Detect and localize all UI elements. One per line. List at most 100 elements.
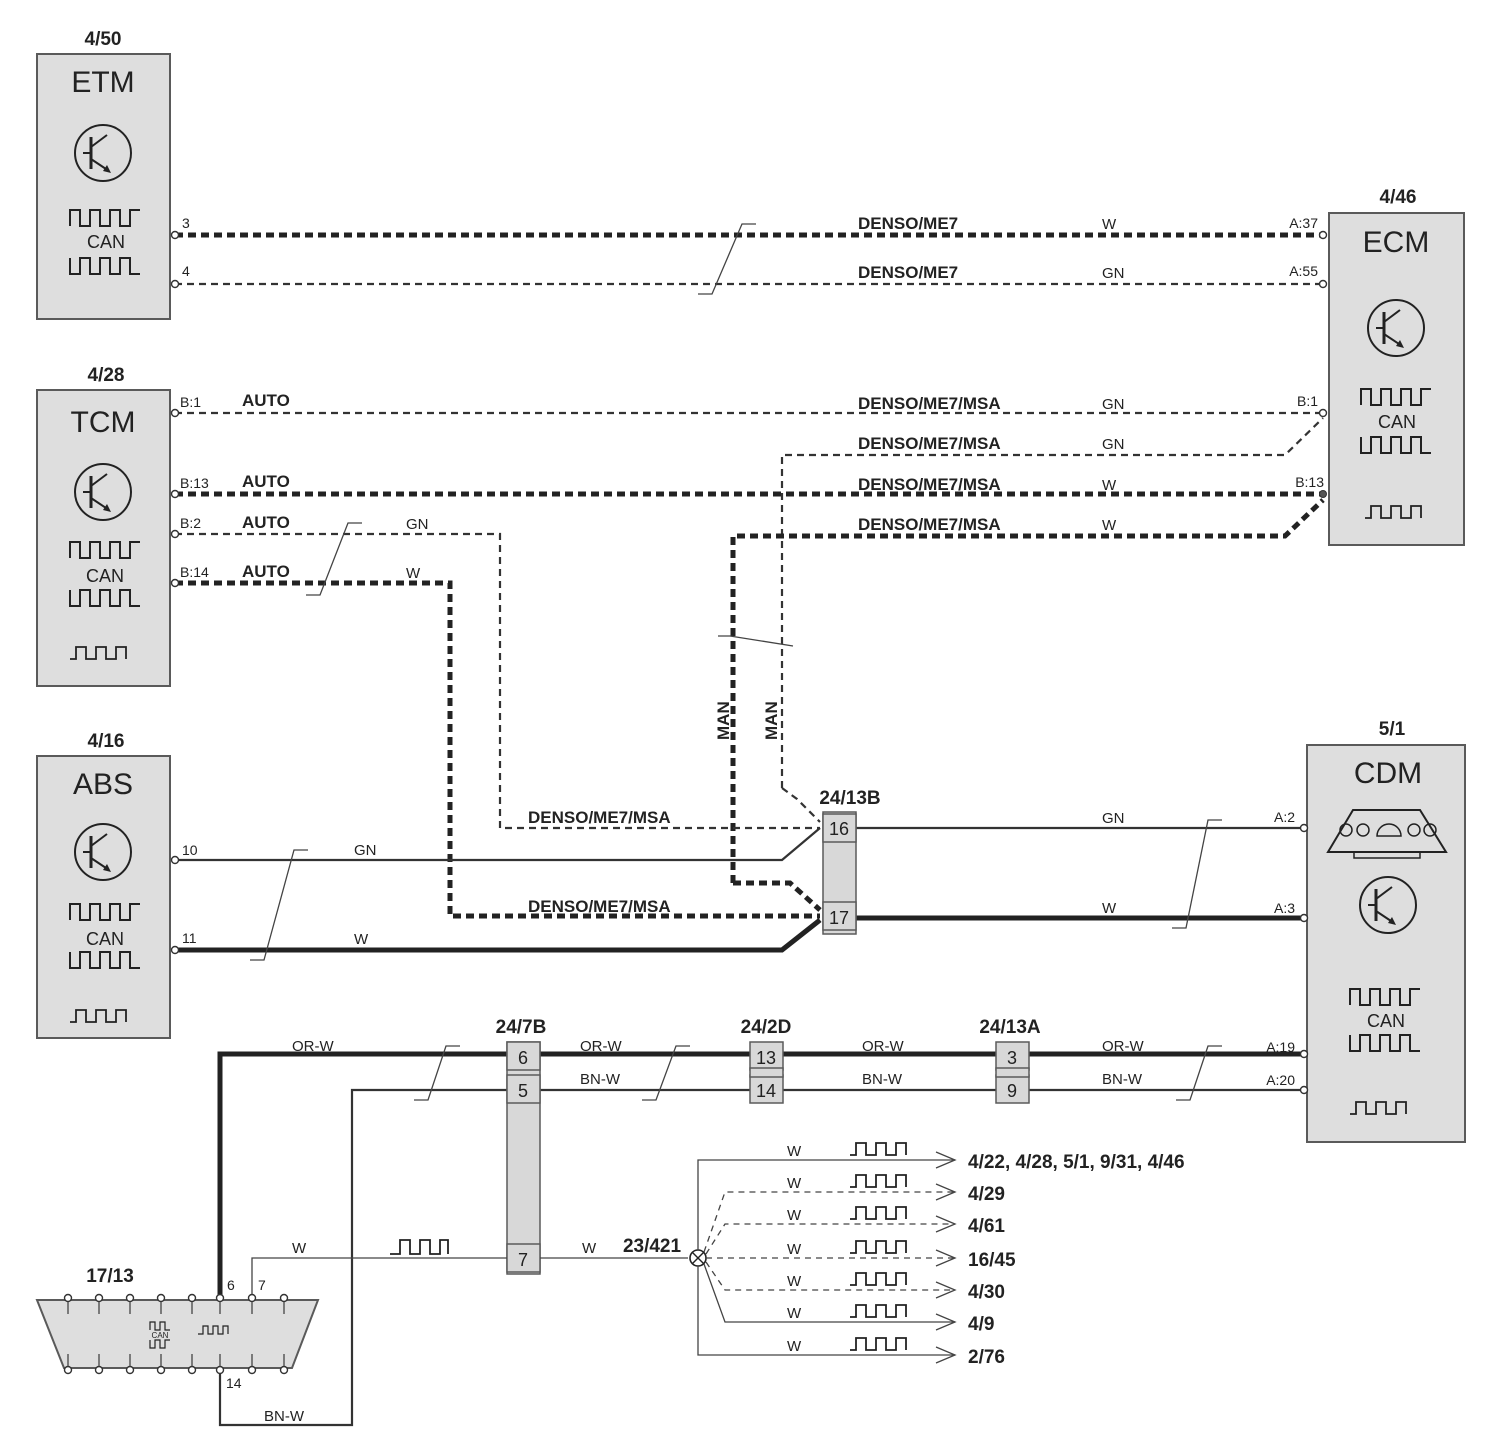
wire-color-or-w: OR-W: [862, 1038, 904, 1055]
connector-24-2d-ref: 24/2D: [741, 1017, 792, 1038]
wire-color-gn: GN: [1102, 265, 1125, 282]
wire-color-bn-w: BN-W: [264, 1408, 305, 1425]
cdm-pin-a20: A:20: [1266, 1072, 1295, 1088]
splice-ref: 23/421: [623, 1236, 682, 1257]
abs-ref: 4/16: [88, 731, 125, 752]
signal-icon: [849, 1272, 907, 1286]
wire-color-w: W: [787, 1143, 802, 1160]
wire-color-w: W: [787, 1207, 802, 1224]
connector-24-7b-pin: 6: [518, 1048, 528, 1068]
connector-24-7b-ref: 24/7B: [496, 1017, 547, 1038]
connector-24-2d: 24/2D 13 14: [741, 1017, 792, 1104]
connector-24-2d-pin: 14: [756, 1081, 776, 1101]
wire-label-denso-me7-msa: DENSO/ME7/MSA: [858, 394, 1001, 413]
cdm-pin-a3: A:3: [1274, 900, 1295, 916]
ecm-pin-b1: B:1: [1297, 393, 1318, 409]
etm-pin-3: 3: [182, 215, 190, 231]
splice-23-421: 23/421: [623, 1236, 707, 1267]
wire-color-or-w: OR-W: [1102, 1038, 1144, 1055]
wire-color-gn: GN: [1102, 810, 1125, 827]
cdm-can-label: CAN: [1367, 1011, 1405, 1031]
dlc-ref: 17/13: [86, 1266, 134, 1287]
wire-label-man: MAN: [714, 701, 733, 740]
connector-24-13a: 24/13A 3 9: [979, 1017, 1041, 1104]
wire-label-auto: AUTO: [242, 391, 290, 410]
wire-color-or-w: OR-W: [580, 1038, 622, 1055]
tcm-ecm-wires: AUTO DENSO/ME7/MSA GN DENSO/ME7/MSA GN A…: [170, 391, 1328, 883]
destination-ref: 4/29: [968, 1184, 1005, 1205]
connector-24-13b-pin: 17: [829, 908, 849, 928]
wire-color-gn: GN: [1102, 436, 1125, 453]
dlc-pin-14: 14: [226, 1375, 242, 1391]
signal-icon: [849, 1174, 907, 1188]
wire-color-w: W: [787, 1338, 802, 1355]
tcm-pin-b2: B:2: [180, 515, 201, 531]
wire-color-bn-w: BN-W: [1102, 1071, 1143, 1088]
signal-icon: [849, 1240, 907, 1254]
wire-color-w: W: [1102, 517, 1117, 534]
wire-label-denso-me7-msa: DENSO/ME7/MSA: [528, 897, 671, 916]
tcm-pin-b14: B:14: [180, 564, 209, 580]
connector-24-13b-pin: 16: [829, 819, 849, 839]
tcm-cdm-wires: AUTO GN AUTO W DENSO/ME7/MSA DENSO/ME7/M…: [170, 513, 822, 919]
wire-color-w: W: [787, 1241, 802, 1258]
tcm-pin-b1: B:1: [180, 394, 201, 410]
cdm-pin-a2: A:2: [1274, 809, 1295, 825]
wire-color-gn: GN: [406, 516, 429, 533]
ecm-pin-a37: A:37: [1289, 215, 1318, 231]
ecm-pin-b13: B:13: [1295, 474, 1324, 490]
abs-pin-11: 11: [182, 930, 197, 946]
etm-ref: 4/50: [85, 29, 122, 50]
etm-name: ETM: [71, 66, 134, 99]
splice-fanout: W W W W W W W 4/22, 4/28, 5/1, 9/31, 4/4…: [697, 1142, 1185, 1368]
connector-24-7b-pin: 7: [518, 1250, 528, 1270]
signal-icon: [849, 1206, 907, 1220]
connector-24-13b: 24/13B 16 17: [819, 788, 881, 935]
cdm-name: CDM: [1354, 757, 1422, 790]
destination-ref: 4/61: [968, 1216, 1005, 1237]
ecm-name: ECM: [1363, 226, 1430, 259]
wire-label-denso-me7: DENSO/ME7: [858, 263, 958, 282]
connector-24-13b-ref: 24/13B: [819, 788, 880, 809]
wire-color-w: W: [1102, 216, 1117, 233]
connector-24-7b: 24/7B 6 5 7: [496, 1017, 547, 1275]
diagnostic-bus-wires: OR-W OR-W BN-W OR-W BN-W OR-W BN-W BN-W: [217, 1038, 1309, 1427]
dlc-pins: [63, 1293, 289, 1375]
cdm-module: 5/1 CDM CAN: [1306, 719, 1466, 1143]
destination-ref: 4/30: [968, 1282, 1005, 1303]
wire-color-bn-w: BN-W: [580, 1071, 621, 1088]
wire-color-w: W: [1102, 477, 1117, 494]
wire-color-w: W: [292, 1240, 307, 1257]
dlc-connector: 17/13 CAN 6 7 14: [35, 1266, 320, 1391]
dlc-can-label: CAN: [152, 1331, 169, 1340]
tcm-module: 4/28 TCM CAN: [36, 365, 171, 687]
destination-ref: 16/45: [968, 1250, 1016, 1271]
abs-pin-10: 10: [182, 842, 198, 858]
connector-24-13a-ref: 24/13A: [979, 1017, 1041, 1038]
dlc-pin-6: 6: [227, 1277, 235, 1293]
wire-color-w: W: [1102, 900, 1117, 917]
etm-module: 4/50 ETM CAN: [36, 29, 171, 320]
wire-color-bn-w: BN-W: [862, 1071, 903, 1088]
cdm-ref: 5/1: [1379, 719, 1406, 740]
signal-icon: [198, 1325, 229, 1335]
wire-color-w: W: [787, 1175, 802, 1192]
ecm-module: 4/46 ECM CAN: [1328, 187, 1465, 546]
abs-can-label: CAN: [86, 929, 124, 949]
wire-color-w: W: [787, 1305, 802, 1322]
connector-24-13a-pin: 3: [1007, 1048, 1017, 1068]
wire-color-gn: GN: [1102, 396, 1125, 413]
ecm-ref: 4/46: [1380, 187, 1417, 208]
dlc-pin7-wire: W W: [251, 1239, 688, 1294]
wire-label-auto: AUTO: [242, 562, 290, 581]
wire-color-gn: GN: [354, 842, 377, 859]
dlc-pin-7: 7: [258, 1277, 266, 1293]
tcm-can-label: CAN: [86, 566, 124, 586]
wire-color-w: W: [354, 931, 369, 948]
tcm-ref: 4/28: [88, 365, 125, 386]
destination-ref: 2/76: [968, 1347, 1005, 1368]
can-signal-icon: [149, 1321, 170, 1349]
signal-icon: [849, 1337, 907, 1351]
connector-24-13a-pin: 9: [1007, 1081, 1017, 1101]
wire-color-w: W: [787, 1273, 802, 1290]
